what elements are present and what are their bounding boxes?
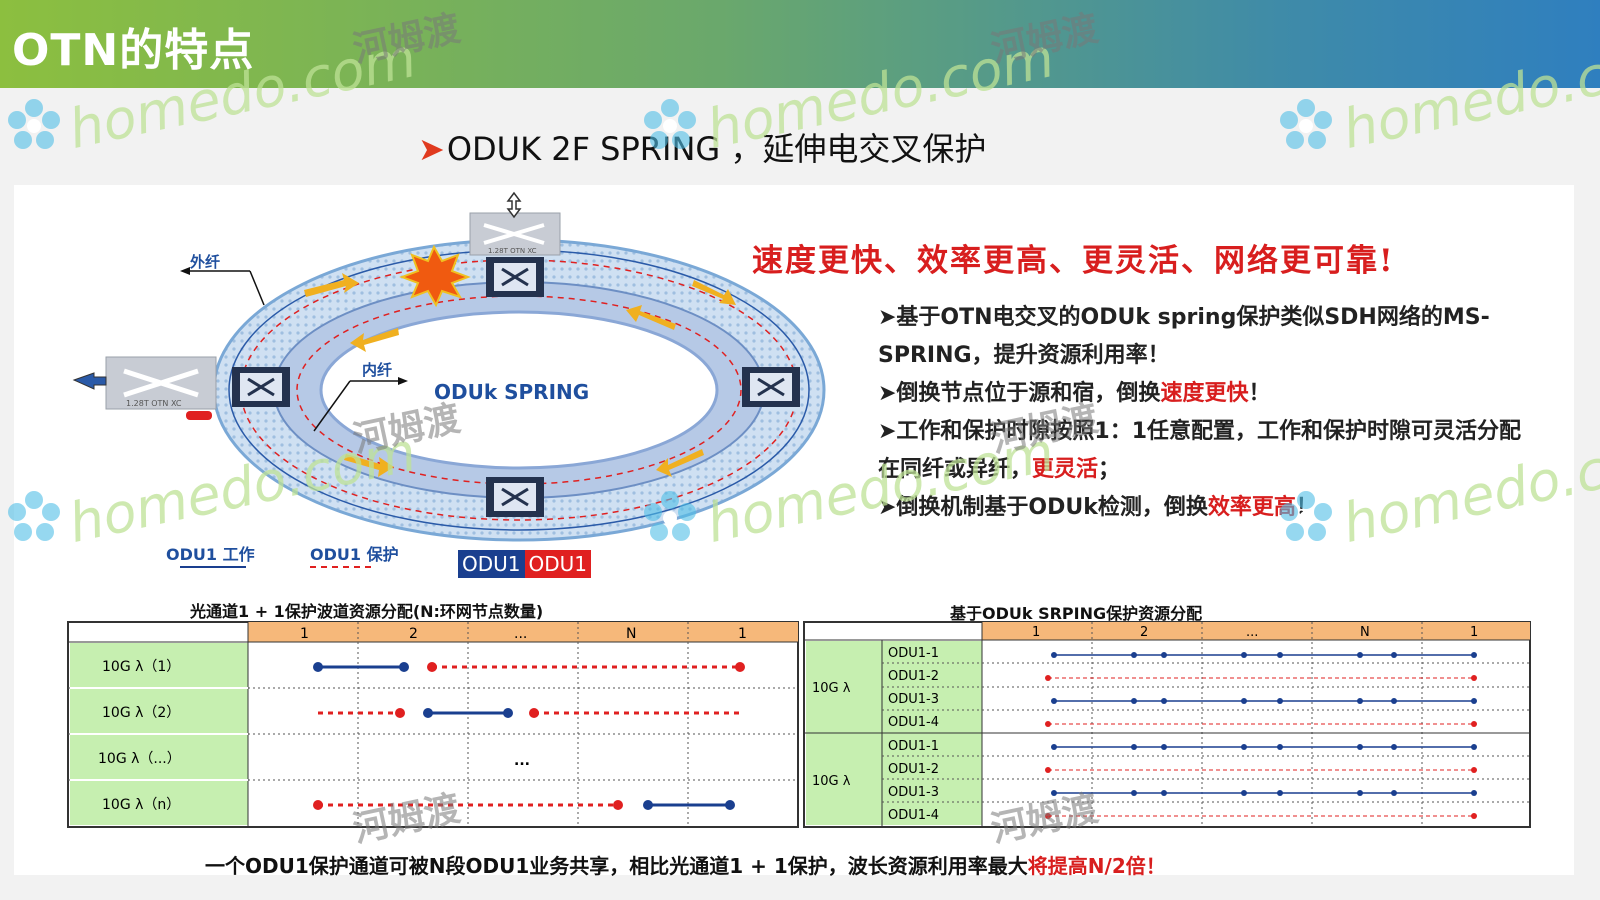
bullet-item: ➤基于OTN电交叉的ODUk spring保护类似SDH网络的MS-SPRING… — [878, 305, 1490, 368]
right-col-5: 1 — [1470, 625, 1478, 640]
outer-fiber-label: 外纤 — [189, 253, 220, 271]
ring-hole — [319, 310, 719, 470]
ring-node-bottom — [486, 477, 544, 517]
right-col-4: N — [1360, 625, 1370, 640]
fault-burst-icon — [399, 244, 471, 308]
left-col-2: 2 — [409, 626, 418, 642]
right-table: 1 2 ... N 1 10G λ 10G λ ODU1-1 ODU1-2 OD… — [803, 621, 1531, 828]
right-col-1: 1 — [1032, 625, 1040, 640]
right-group-1-label: 10G λ — [812, 681, 851, 696]
subtitle-text: ODUK 2F SPRING ，延伸电交叉保护 — [446, 130, 987, 168]
left-col-3: ... — [514, 626, 527, 642]
right-col-3: ... — [1246, 625, 1258, 640]
flow-arrows — [304, 273, 736, 477]
watermark-flower-icon — [1280, 99, 1332, 149]
right-table-title: 基于ODUk SRPING保护资源分配 — [950, 604, 1203, 623]
xc-caption-left: 1.28T OTN XC — [126, 399, 182, 408]
right-row: ODU1-2 — [888, 762, 939, 777]
legend-work: ODU1 工作 — [166, 545, 255, 564]
legend-protect: ODU1 保护 — [310, 545, 399, 564]
ring-node-top — [486, 257, 544, 297]
client-signal-icon — [186, 411, 212, 420]
bullet-item: ➤倒换节点位于源和宿，倒换速度更快！ — [878, 381, 1271, 406]
bullet-arrow-icon: ➤ — [418, 130, 445, 168]
header-bar — [0, 0, 1600, 88]
slide-subtitle: ➤ODUK 2F SPRING ，延伸电交叉保护 — [418, 124, 986, 170]
left-col-4: N — [626, 626, 636, 642]
bullet-item: ➤工作和保护时隙按照1：1任意配置，工作和保护时隙可灵活分配在同纤或异纤，更灵活… — [878, 419, 1522, 482]
xc-device-top: 1.28T OTN XC — [469, 212, 561, 256]
right-row: ODU1-3 — [888, 692, 939, 707]
left-row-1: 10G λ（1） — [102, 659, 180, 675]
odu-slot-box: ODU1 ODU1 — [458, 550, 592, 578]
updown-arrow-icon — [506, 191, 522, 219]
right-row: ODU1-2 — [888, 669, 939, 684]
feature-bullets: ➤基于OTN电交叉的ODUk spring保护类似SDH网络的MS-SPRING… — [878, 299, 1538, 527]
right-row: ODU1-1 — [888, 739, 939, 754]
ring-label: ODUk SPRING — [434, 380, 589, 404]
left-col-1: 1 — [300, 626, 309, 642]
inner-fiber-label: 内纤 — [362, 361, 392, 379]
left-ellipsis: ... — [514, 753, 530, 769]
left-col-5: 1 — [738, 626, 747, 642]
left-table-title: 光通道1 + 1保护波道资源分配(N:环网节点数量) — [190, 602, 544, 621]
right-row: ODU1-4 — [888, 715, 939, 730]
right-col-2: 2 — [1140, 625, 1148, 640]
odu-work-slot: ODU1 — [458, 550, 525, 578]
content-panel: 1.28T OTN XC 1.28T OTN XC 外纤 内纤 ODUk SPR… — [14, 185, 1574, 875]
watermark-flower-icon — [8, 99, 60, 149]
odu-protect-slot: ODU1 — [524, 550, 592, 578]
right-row: ODU1-3 — [888, 785, 939, 800]
right-row: ODU1-4 — [888, 808, 939, 823]
right-row: ODU1-1 — [888, 646, 939, 661]
ring-diagram: 1.28T OTN XC 1.28T OTN XC 外纤 内纤 ODUk SPR… — [67, 191, 1531, 828]
slogan-text: 速度更快、效率更高、更灵活、网络更可靠! — [752, 243, 1395, 279]
bullet-item: ➤倒换机制基于ODUk检测，倒换效率更高！ — [878, 495, 1318, 520]
right-group-2-label: 10G λ — [812, 774, 851, 789]
footer-note: 一个ODU1保护通道可被N段ODU1业务共享，相比光通道1 + 1保护，波长资源… — [205, 854, 1166, 878]
xc-device-left: 1.28T OTN XC — [105, 356, 217, 410]
page-title: OTN的特点 — [12, 25, 255, 76]
left-table: 1 2 ... N 1 10G λ（1） 10G λ（2） 10G λ（...）… — [67, 621, 799, 828]
ring-node-right — [742, 367, 800, 407]
xc-caption: 1.28T OTN XC — [488, 247, 537, 255]
left-row-3: 10G λ（...） — [98, 751, 181, 767]
left-row-2: 10G λ（2） — [102, 705, 180, 721]
left-row-4: 10G λ（n） — [102, 797, 180, 813]
bidirectional-arrow-icon — [72, 372, 107, 390]
ring-node-left — [232, 367, 290, 407]
